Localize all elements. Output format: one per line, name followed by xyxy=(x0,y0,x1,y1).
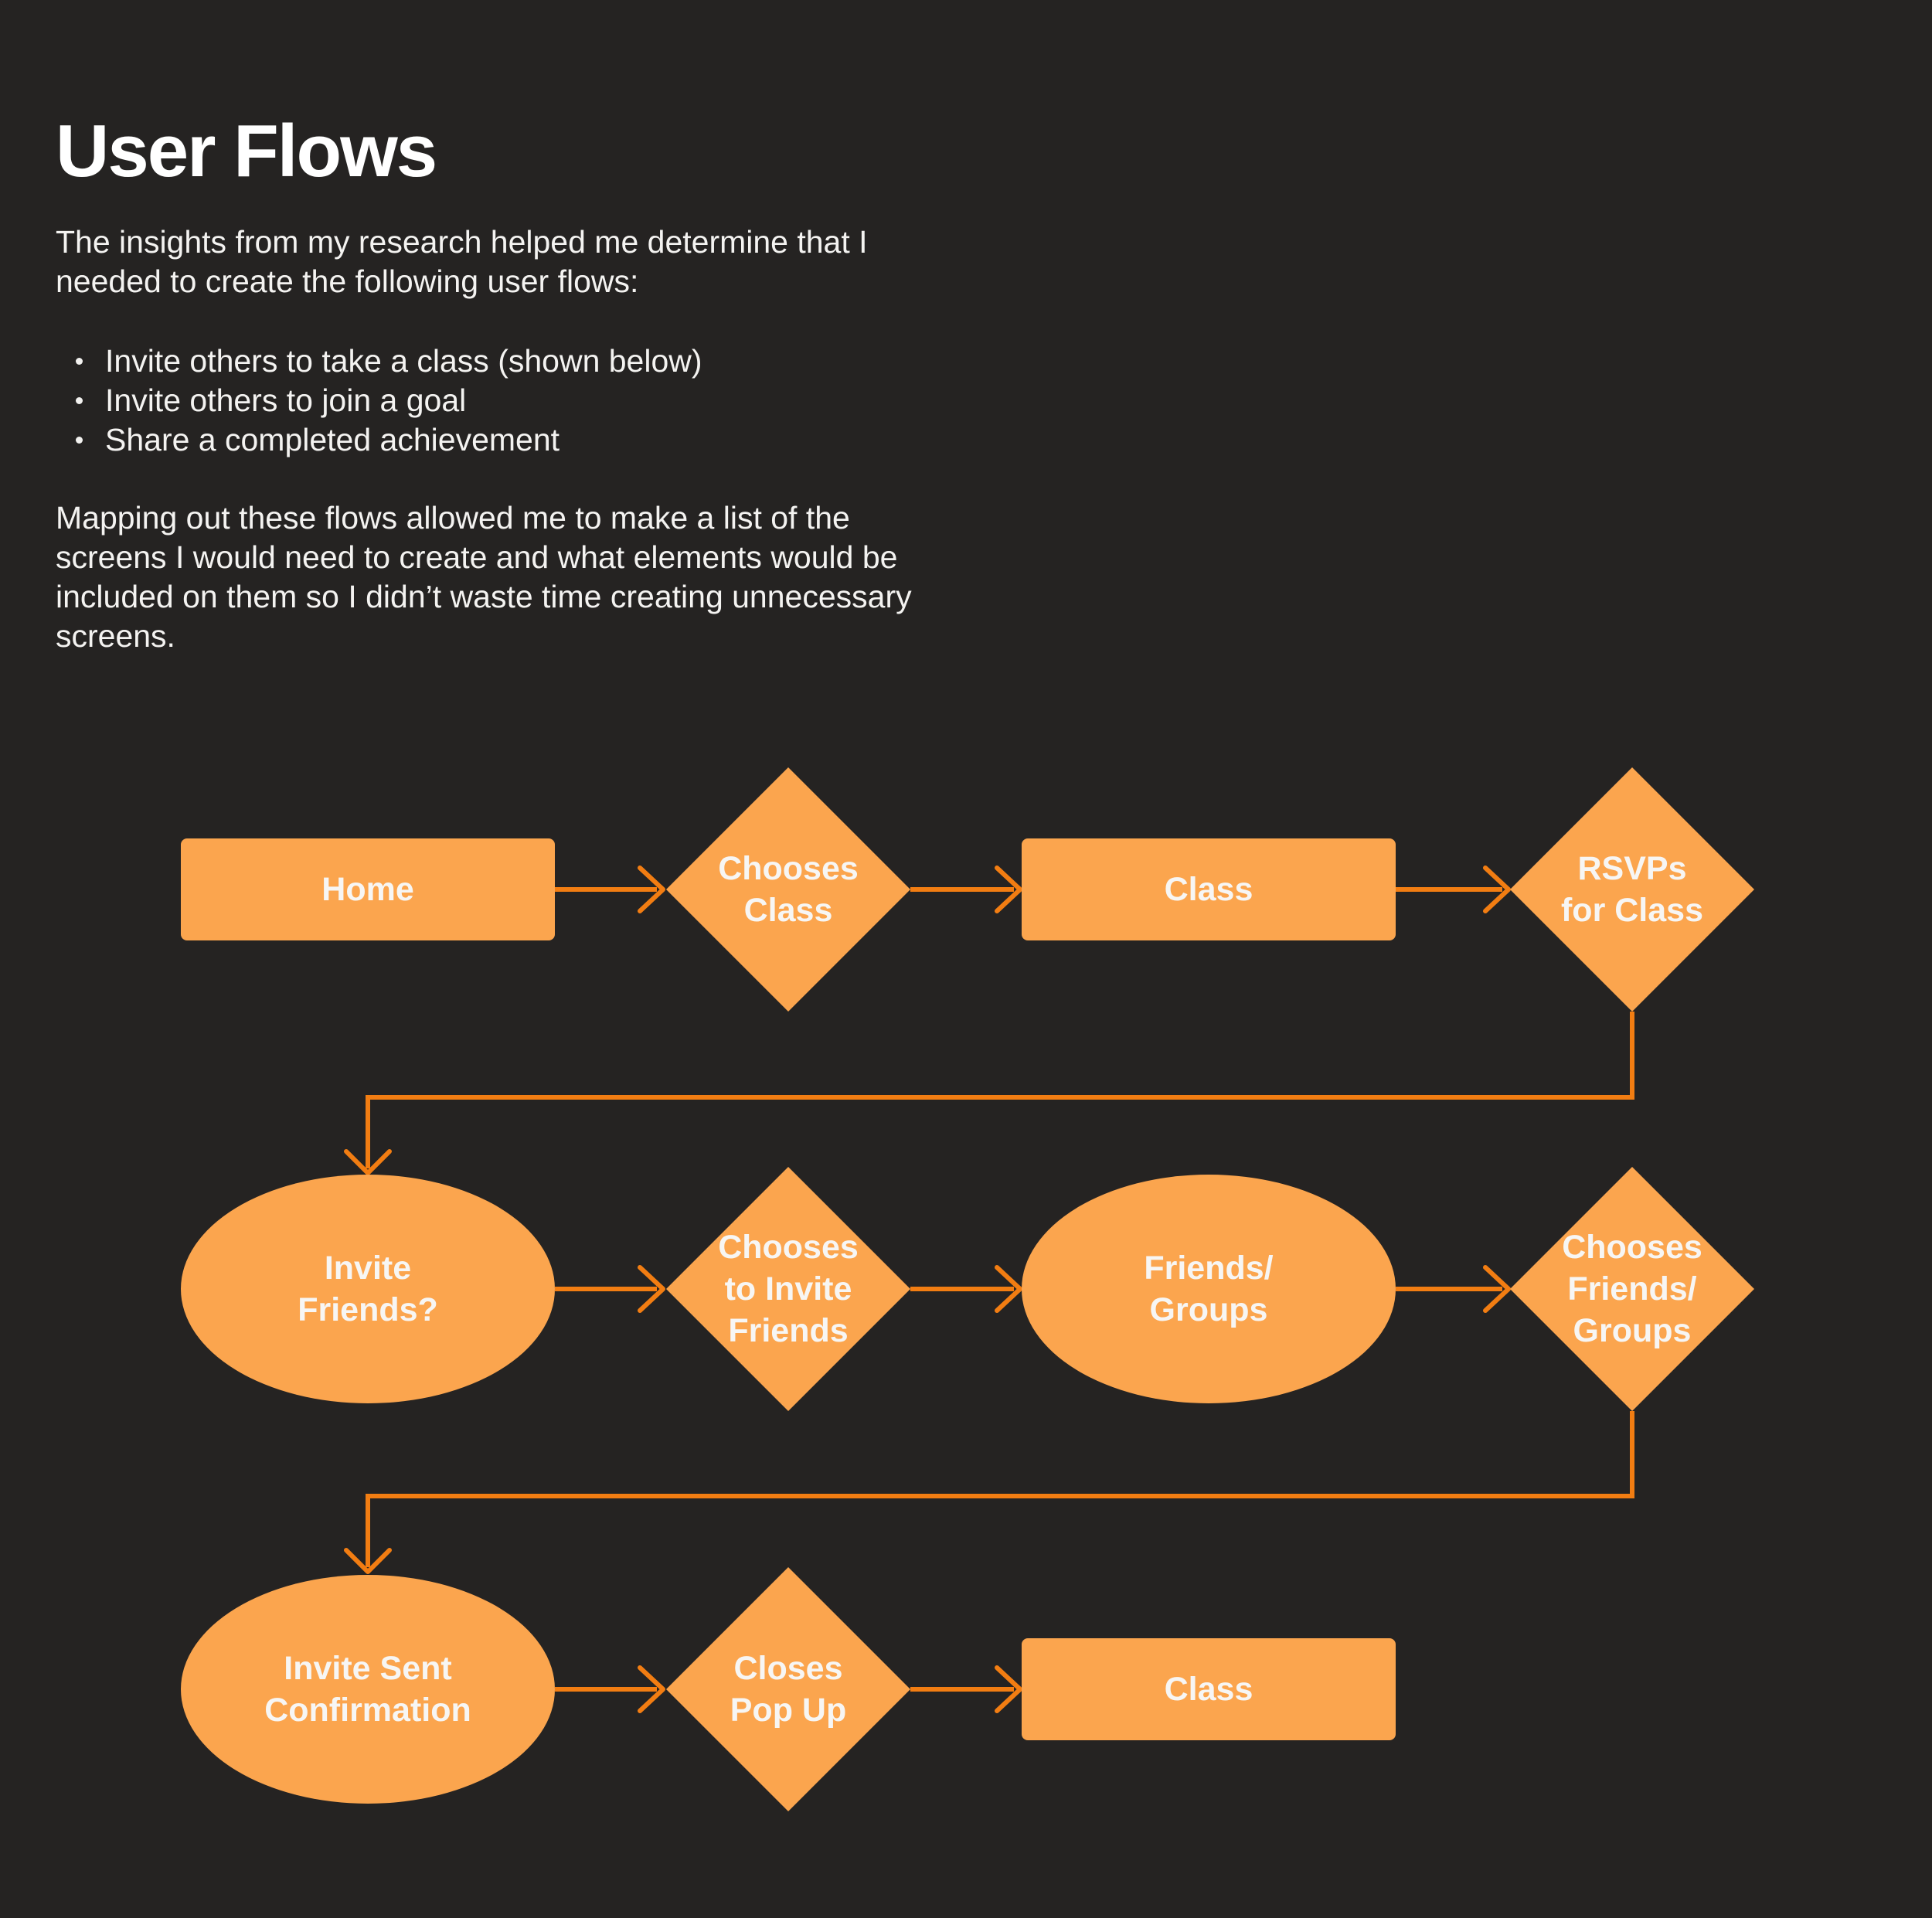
connector-rsvps-to-invite-friends xyxy=(344,1012,1634,1175)
svg-text:Friends/: Friends/ xyxy=(1567,1270,1696,1308)
svg-text:Friends/: Friends/ xyxy=(1144,1250,1273,1287)
svg-text:for Class: for Class xyxy=(1561,892,1703,929)
connector-home-to-chooses-class xyxy=(555,865,665,913)
list-item: Invite others to take a class (shown bel… xyxy=(56,342,1932,381)
svg-text:Groups: Groups xyxy=(1150,1291,1268,1328)
connector-chooses-friends-groups-to-invite-sent xyxy=(344,1411,1634,1574)
svg-text:Pop Up: Pop Up xyxy=(730,1692,846,1729)
mapping-line: Mapping out these flows allowed me to ma… xyxy=(56,500,850,536)
bullet-text: Share a completed achievement xyxy=(105,422,560,457)
svg-text:Class: Class xyxy=(1165,871,1253,908)
bullet-dot xyxy=(76,437,83,444)
connector-friends-groups-to-chooses-friends-groups xyxy=(1396,1265,1511,1313)
svg-text:Confirmation: Confirmation xyxy=(264,1692,471,1729)
bullet-dot xyxy=(76,397,83,404)
bullet-text: Invite others to join a goal xyxy=(105,383,467,418)
node-class-2: Class xyxy=(1022,1638,1396,1740)
connector-class-to-rsvps xyxy=(1396,865,1511,913)
svg-text:Chooses: Chooses xyxy=(718,850,859,887)
svg-text:Class: Class xyxy=(744,892,833,929)
node-class: Class xyxy=(1022,838,1396,940)
node-friends-groups: Friends/ Groups xyxy=(1022,1175,1396,1403)
intro-paragraph: The insights from my research helped me … xyxy=(56,223,1932,301)
node-chooses-class: Chooses Class xyxy=(666,767,910,1012)
node-chooses-friends-groups: Chooses Friends/ Groups xyxy=(1510,1167,1754,1411)
connector-chooses-invite-to-friends-groups xyxy=(910,1265,1022,1313)
svg-text:Invite Sent: Invite Sent xyxy=(284,1650,451,1687)
svg-text:Friends: Friends xyxy=(728,1312,848,1349)
mapping-line: included on them so I didn’t waste time … xyxy=(56,579,912,614)
svg-text:Invite: Invite xyxy=(325,1250,411,1287)
connector-invite-sent-to-closes-popup xyxy=(555,1665,665,1713)
connector-invite-friends-to-chooses-invite xyxy=(555,1265,665,1313)
bullet-dot xyxy=(76,358,83,365)
node-chooses-to-invite-friends: Chooses to Invite Friends xyxy=(666,1167,910,1411)
node-rsvps-for-class: RSVPs for Class xyxy=(1510,767,1754,1012)
svg-text:to Invite: to Invite xyxy=(725,1270,852,1308)
node-invite-sent-confirmation: Invite Sent Confirmation xyxy=(181,1575,555,1804)
svg-text:Home: Home xyxy=(321,871,413,908)
bullet-text: Invite others to take a class (shown bel… xyxy=(105,343,702,379)
svg-text:Chooses: Chooses xyxy=(1562,1229,1702,1266)
svg-text:Groups: Groups xyxy=(1573,1312,1692,1349)
node-home: Home xyxy=(181,838,555,940)
user-flow-bullet-list: Invite others to take a class (shown bel… xyxy=(56,342,1932,460)
svg-text:Friends?: Friends? xyxy=(298,1291,438,1328)
node-invite-friends: Invite Friends? xyxy=(181,1175,555,1403)
svg-text:RSVPs: RSVPs xyxy=(1577,850,1686,887)
page-title: User Flows xyxy=(56,110,437,192)
mapping-line: screens. xyxy=(56,618,175,654)
connector-closes-popup-to-class xyxy=(910,1665,1022,1713)
list-item: Share a completed achievement xyxy=(56,420,1932,460)
svg-text:Class: Class xyxy=(1165,1671,1253,1708)
mapping-paragraph: Mapping out these flows allowed me to ma… xyxy=(56,498,1932,656)
intro-line: needed to create the following user flow… xyxy=(56,264,639,299)
svg-text:Closes: Closes xyxy=(733,1650,842,1687)
node-closes-pop-up: Closes Pop Up xyxy=(666,1567,910,1811)
list-item: Invite others to join a goal xyxy=(56,381,1932,420)
connector-chooses-class-to-class xyxy=(910,865,1022,913)
intro-line: The insights from my research helped me … xyxy=(56,224,868,260)
mapping-line: screens I would need to create and what … xyxy=(56,539,898,575)
svg-text:Chooses: Chooses xyxy=(718,1229,859,1266)
